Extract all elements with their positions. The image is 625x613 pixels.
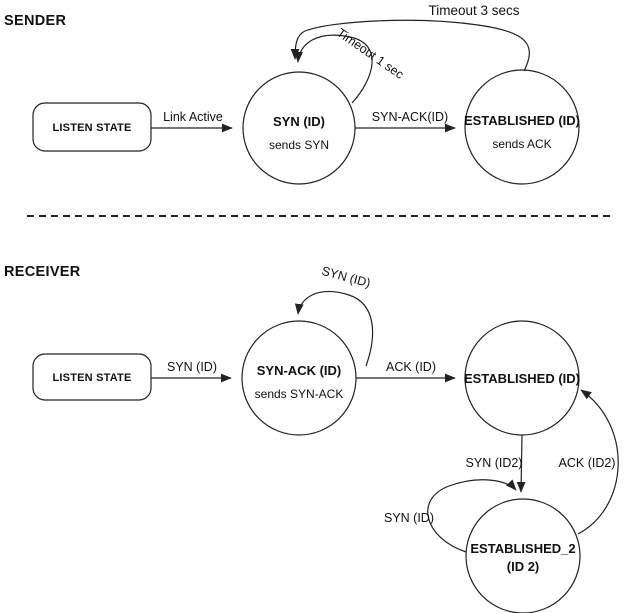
sender-state-syn-action: sends SYN <box>269 138 329 152</box>
receiver-edge-syn-id2-label: SYN (ID2) <box>466 456 523 470</box>
receiver-section-title: RECEIVER <box>4 264 81 280</box>
receiver-section: RECEIVER LISTEN STATE SYN (ID) SYN-ACK (… <box>4 264 619 613</box>
receiver-state-established2-circle <box>465 498 581 613</box>
receiver-state-syn-ack-circle <box>241 320 357 436</box>
receiver-listen-state-box <box>32 353 152 401</box>
receiver-edge-syn-self-loop-2-label: SYN (ID) <box>384 511 434 525</box>
receiver-state-syn-ack-name: SYN-ACK (ID) <box>257 363 342 378</box>
receiver-edge-syn-id2 <box>516 434 526 493</box>
receiver-edge-syn-self-loop-2 <box>427 479 517 553</box>
receiver-state-established2-name: ESTABLISHED_2 <box>470 541 575 556</box>
receiver-edge-syn-label: SYN (ID) <box>167 360 217 374</box>
receiver-state-established-name: ESTABLISHED (ID) <box>464 371 580 386</box>
receiver-edge-syn-self-loop-label: SYN (ID) <box>320 264 372 290</box>
sender-state-established-circle <box>464 69 580 185</box>
sender-listen-state-box <box>32 102 152 152</box>
sender-edge-syn-ack-label: SYN-ACK(ID) <box>372 110 448 124</box>
sender-edge-timeout-1sec <box>294 34 373 104</box>
sender-edge-timeout-3secs-label: Timeout 3 secs <box>428 3 519 18</box>
sender-listen-state-label: LISTEN STATE <box>53 122 132 134</box>
receiver-edge-ack-id2-label: ACK (ID2) <box>559 456 616 470</box>
sender-edge-timeout-3secs <box>290 19 530 72</box>
sender-edge-link-active-label: Link Active <box>163 110 223 124</box>
receiver-state-established2-id: (ID 2) <box>507 559 540 574</box>
sender-section-title: SENDER <box>4 13 66 29</box>
sender-state-syn-name: SYN (ID) <box>273 114 325 129</box>
sender-state-established-action: sends ACK <box>492 137 551 151</box>
receiver-edge-ack-label: ACK (ID) <box>386 360 436 374</box>
sender-state-established-name: ESTABLISHED (ID) <box>464 113 580 128</box>
sender-section: SENDER LISTEN STATE Link Active SYN (ID)… <box>4 3 580 185</box>
receiver-state-syn-ack-action: sends SYN-ACK <box>255 387 344 401</box>
receiver-edge-syn-self-loop <box>294 290 374 367</box>
receiver-edge-ack-id2 <box>577 389 619 535</box>
receiver-listen-state-label: LISTEN STATE <box>53 372 132 384</box>
